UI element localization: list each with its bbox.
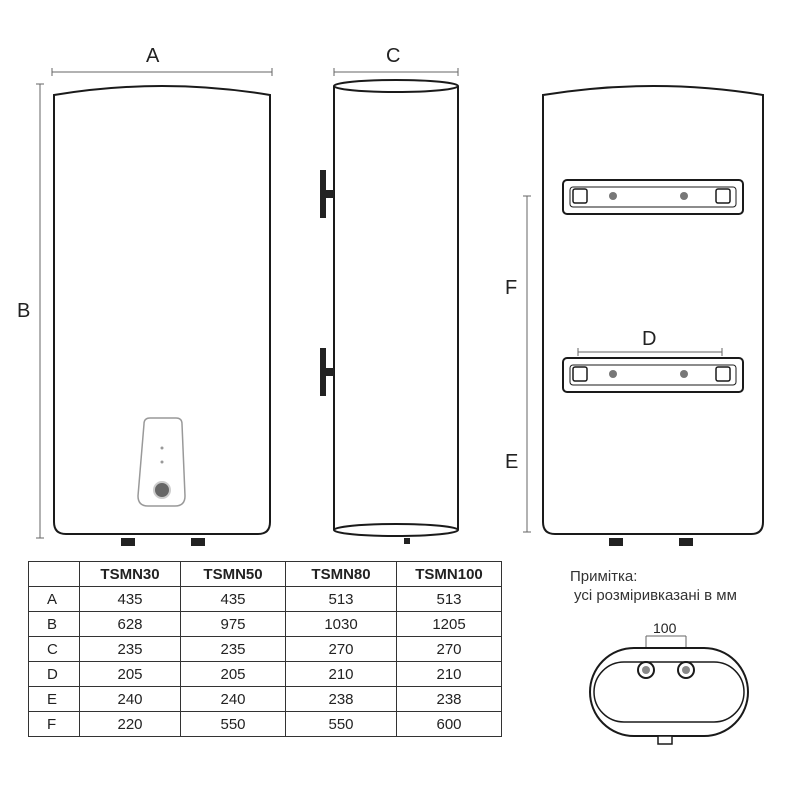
dimension-label-spacing: 100 [653,620,677,636]
table-cell: 435 [180,586,286,612]
pipe-outlet [191,538,205,546]
table-cell: 1030 [285,611,397,637]
table-cell: E [28,686,80,712]
table-cell: 205 [79,661,181,687]
power-button-icon [153,481,171,499]
table-cell: C [28,636,80,662]
dimension-label-f: F [505,277,518,299]
dimension-label-e: E [505,451,519,473]
back-body-outline [542,85,764,535]
dimension-label-c: C [386,45,401,67]
wall-bracket [320,348,334,396]
units-note: Примітка: усі розміривказані в мм [570,567,737,605]
table-cell: 210 [285,661,397,687]
front-body-outline [53,85,271,535]
side-view [320,68,459,544]
dimension-label-a: A [146,45,160,67]
table-cell: 238 [285,686,397,712]
table-cell: 220 [79,711,181,737]
bottom-outline [589,647,749,737]
note-title: Примітка: [570,568,638,585]
table-cell: 550 [180,711,286,737]
table-header-cell: TSMN50 [180,561,286,587]
table-row: D 205 205 210 210 [28,661,502,687]
table-cell: 235 [79,636,181,662]
pipe-outlet [609,538,623,546]
table-header-row: TSMN30 TSMN50 TSMN80 TSMN100 [28,561,502,587]
table-cell: 513 [285,586,397,612]
table-cell: 270 [396,636,502,662]
table-header-cell: TSMN100 [396,561,502,587]
table-row: F 220 550 550 600 [28,711,502,737]
table-cell: 1205 [396,611,502,637]
table-cell: 628 [79,611,181,637]
table-header-cell: TSMN30 [79,561,181,587]
indicator-led-icon [160,446,164,450]
table-cell: 435 [79,586,181,612]
table-cell: 550 [285,711,397,737]
table-row: C 235 235 270 270 [28,636,502,662]
pipe-outlet [121,538,135,546]
dimensions-table: TSMN30 TSMN50 TSMN80 TSMN100 A 435 435 5… [28,561,502,737]
table-cell: A [28,586,80,612]
dimension-label-b: B [17,300,31,322]
table-cell: 240 [79,686,181,712]
table-header-cell [28,561,80,587]
table-row: B 628 975 1030 1205 [28,611,502,637]
mounting-bracket [562,357,744,393]
table-row: E 240 240 238 238 [28,686,502,712]
table-cell: 513 [396,586,502,612]
side-body-outline [333,86,459,530]
note-text: усі розміривказані в мм [574,587,737,604]
table-cell: D [28,661,80,687]
dimension-label-d: D [642,328,657,350]
wall-bracket [320,170,334,218]
table-cell: 240 [180,686,286,712]
table-cell: B [28,611,80,637]
table-row: A 435 435 513 513 [28,586,502,612]
table-cell: 238 [396,686,502,712]
indicator-led-icon [160,460,164,464]
pipe-outlet [679,538,693,546]
table-cell: 210 [396,661,502,687]
table-cell: 270 [285,636,397,662]
pipe-outlet [404,538,410,544]
table-cell: F [28,711,80,737]
back-view [523,85,764,546]
front-view [36,68,273,546]
mounting-bracket [562,179,744,215]
table-cell: 600 [396,711,502,737]
table-header-cell: TSMN80 [285,561,397,587]
bottom-view [589,635,749,745]
table-cell: 205 [180,661,286,687]
table-cell: 975 [180,611,286,637]
table-cell: 235 [180,636,286,662]
